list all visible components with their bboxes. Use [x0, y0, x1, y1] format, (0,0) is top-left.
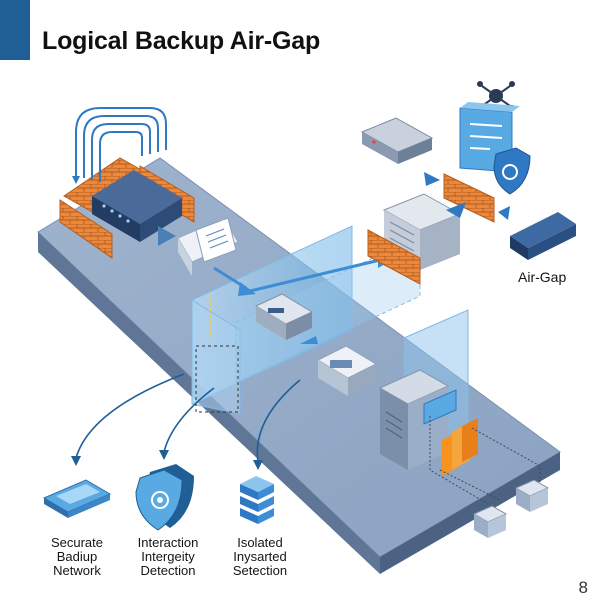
caption-line: Inysarted: [233, 549, 287, 564]
caption-line: Setection: [232, 563, 288, 578]
edge-server-icon-1: [472, 505, 508, 538]
integrity-shield-icon: [135, 464, 194, 531]
caption-line: Badiup: [56, 549, 98, 564]
firewall-small-icon: [443, 173, 495, 223]
caption-isolated-detection: Isolated Inysarted Setection: [222, 536, 298, 578]
network-device-icon: [510, 212, 576, 260]
backup-unit-icon: [316, 345, 378, 396]
rack-device-icon: [360, 117, 434, 164]
accent-bar: [0, 0, 30, 60]
document-icon: [158, 217, 239, 276]
caption-interaction-integrity-detection: Interaction Intergeity Detection: [128, 536, 208, 578]
shield-icon: [493, 147, 531, 195]
arrow-right: [424, 172, 440, 186]
orange-highlight-icon: [442, 418, 478, 476]
drone-icon: [477, 81, 515, 111]
caption-line: Securate: [50, 535, 104, 550]
router-icon: [92, 170, 182, 242]
caption-line: Intergeity: [141, 549, 195, 564]
page-title: Logical Backup Air-Gap: [42, 27, 321, 55]
isolated-server-icon: [378, 309, 469, 470]
callout-arrows: [75, 373, 301, 463]
page-number: 8: [578, 578, 588, 597]
caption-line: Network: [53, 563, 101, 578]
caption-line: Interaction: [137, 535, 199, 550]
firewall-front-icon: [367, 229, 421, 285]
incoming-flow-arrows: [72, 107, 167, 184]
caption-secure-backup-network: Securate Badiup Network: [42, 536, 112, 578]
caption-line: Detection: [140, 563, 196, 578]
transfer-appliance-icon: [254, 293, 318, 344]
caption-line: Isolated: [237, 535, 283, 550]
database-stack-icon: [240, 476, 274, 524]
arrow-up-right: [446, 202, 466, 218]
edge-server-icon-2: [514, 479, 550, 512]
air-gap-label: Air-Gap: [518, 269, 567, 285]
callout-arrowheads: [71, 450, 263, 470]
arrow-up-left: [498, 206, 510, 220]
secure-network-icon: [42, 479, 112, 518]
